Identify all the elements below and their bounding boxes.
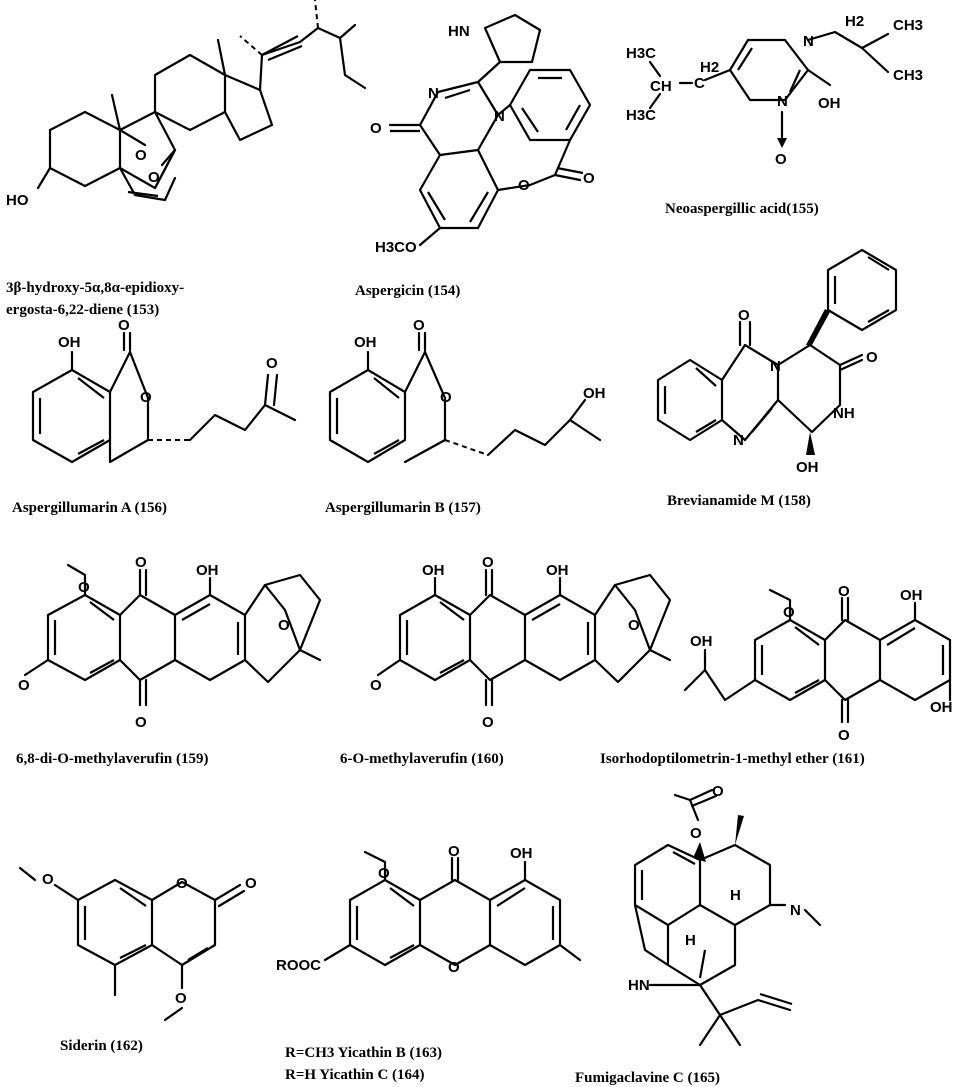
compound-161-structure: O O O OH OH OH	[683, 583, 953, 744]
compound-159-atom-O-bottom: O	[135, 714, 147, 731]
compound-158-atom-O1: O	[738, 307, 750, 324]
compound-161-caption: Isorhodoptilometrin-1-methyl ether (161)	[600, 751, 865, 767]
compound-157-structure: OH O O OH	[328, 317, 606, 464]
compound-154-atom-N1: N	[428, 85, 439, 102]
compound-153-atom-O2: O	[148, 169, 160, 186]
compound-159-atom-O-top: O	[135, 554, 147, 571]
compound-157-caption: Aspergillumarin B (157)	[325, 500, 481, 516]
compound-161-atom-O-top: O	[838, 583, 850, 600]
compound-163-atom-ROOC: ROOC	[276, 957, 321, 974]
compound-155-atom-H3C-a: H3C	[626, 45, 656, 62]
compound-155-atom-H3C-b: H3C	[626, 107, 656, 124]
compound-165-atom-O-ester: O	[690, 825, 702, 842]
compound-163-structure: O ROOC O O OH	[276, 843, 582, 976]
compound-159-atom-OH: OH	[196, 562, 219, 579]
compound-163-atom-O-methoxy: O	[378, 865, 390, 882]
compound-165-structure: O O N H H HN	[628, 783, 822, 1047]
compound-155-atom-OH: OH	[818, 95, 841, 112]
compound-158-structure: O N N O NH OH	[656, 248, 898, 476]
compound-163-caption: R=CH3 Yicathin B (163)	[285, 1045, 442, 1061]
compound-156-atom-O1: O	[118, 317, 130, 334]
compound-157-atom-O2: O	[440, 389, 452, 406]
compound-157-atom-O1: O	[413, 317, 425, 334]
compound-160-atom-OH2: OH	[546, 562, 569, 579]
compound-165-atom-HN: HN	[628, 977, 650, 994]
compound-154-atom-H3CO: H3CO	[375, 239, 417, 256]
compound-154-atom-O2: O	[583, 170, 595, 187]
compound-162-atom-O-methoxy2: O	[175, 990, 187, 1007]
compound-159-structure: O O O O OH O	[18, 554, 322, 731]
compound-163-atom-OH: OH	[510, 845, 533, 862]
compound-159-atom-O-bridge: O	[278, 617, 290, 634]
compound-155-atom-H2-right: H2	[845, 13, 864, 30]
compound-155-atom-N2: N	[777, 93, 788, 110]
compound-158-atom-NH: NH	[833, 405, 855, 422]
compound-158-atom-N1: N	[770, 358, 781, 375]
compound-159-atom-O1: O	[78, 579, 90, 596]
compound-154-atom-HN: HN	[448, 23, 470, 40]
compound-158-atom-O2: O	[866, 349, 878, 366]
compound-155-atom-C-left: C	[694, 75, 705, 92]
compound-158-atom-OH: OH	[796, 459, 819, 476]
compound-165-caption: Fumigaclavine C (165)	[575, 1070, 720, 1086]
compound-162-structure: O O O O	[18, 866, 257, 1022]
compound-153-atom-O1: O	[135, 147, 147, 164]
compound-162-atom-O-ring: O	[176, 875, 188, 892]
compound-156-atom-O3: O	[266, 355, 278, 372]
compound-155-atom-N1: N	[803, 33, 814, 50]
compound-158-atom-N2: N	[733, 432, 744, 449]
compound-161-atom-OH1: OH	[900, 587, 923, 604]
compound-160-atom-OH1: OH	[422, 562, 445, 579]
compound-160-atom-O-methoxy: O	[370, 677, 382, 694]
compound-161-atom-OH-chain: OH	[690, 633, 713, 650]
compound-157-atom-OH1: OH	[354, 334, 377, 351]
compound-153-caption-2: ergosta-6,22-diene (153)	[6, 302, 159, 318]
compound-160-atom-O-top: O	[482, 554, 494, 571]
compound-162-caption: Siderin (162)	[60, 1038, 143, 1054]
compound-153-structure: O O HO	[6, 0, 367, 209]
compound-159-caption: 6,8-di-O-methylaverufin (159)	[16, 751, 208, 767]
compound-154-atom-O3: O	[518, 177, 530, 194]
compound-165-atom-H1: H	[730, 887, 741, 904]
compound-162-atom-O-methoxy1: O	[42, 871, 54, 888]
compound-165-atom-N: N	[790, 902, 801, 919]
compound-163-atom-O-carbonyl: O	[448, 843, 460, 860]
compound-163-atom-O-ring: O	[448, 959, 460, 976]
compound-155-atom-H2-left: H2	[700, 59, 719, 76]
compound-155-atom-CH: CH	[650, 78, 672, 95]
compound-155-atom-CH3-b: CH3	[893, 67, 923, 84]
compound-160-atom-O-bridge: O	[628, 617, 640, 634]
compound-160-caption: 6-O-methylaverufin (160)	[340, 751, 504, 767]
compound-157-atom-OH2: OH	[583, 385, 606, 402]
compound-154-caption: Aspergicin (154)	[355, 283, 460, 299]
compound-156-caption: Aspergillumarin A (156)	[12, 500, 167, 516]
compound-153-caption: 3β-hydroxy-5α,8α-epidioxy-	[6, 280, 184, 296]
compound-164-caption: R=H Yicathin C (164)	[285, 1067, 425, 1083]
compound-161-atom-O-bottom: O	[838, 727, 850, 744]
compound-153-atom-HO: HO	[6, 192, 29, 209]
compound-158-caption: Brevianamide M (158)	[667, 493, 811, 509]
compound-154-atom-O1: O	[370, 120, 382, 137]
compound-155-structure: N N OH O H2 CH3 CH3 H2 C CH H3C H3C	[626, 13, 923, 168]
compound-161-atom-O1: O	[783, 604, 795, 621]
compound-155-atom-O: O	[775, 151, 787, 168]
compound-160-structure: OH O O O OH O	[370, 554, 672, 731]
compound-161-atom-OH2: OH	[930, 699, 953, 716]
compound-155-atom-CH3-a: CH3	[893, 17, 923, 34]
compound-159-atom-O2: O	[18, 677, 30, 694]
compound-156-structure: OH O O O	[31, 317, 297, 464]
compound-165-atom-H2: H	[685, 932, 696, 949]
compound-165-atom-O-carbonyl: O	[712, 783, 724, 800]
compound-154-structure: HN N N O H3CO O O	[370, 13, 595, 256]
compound-156-atom-OH: OH	[58, 334, 81, 351]
compound-155-caption: Neoaspergillic acid(155)	[665, 201, 819, 217]
compound-156-atom-O2: O	[140, 389, 152, 406]
compound-154-atom-N2: N	[494, 108, 505, 125]
compound-160-atom-O-bottom: O	[482, 714, 494, 731]
compound-162-atom-O-carbonyl: O	[245, 875, 257, 892]
